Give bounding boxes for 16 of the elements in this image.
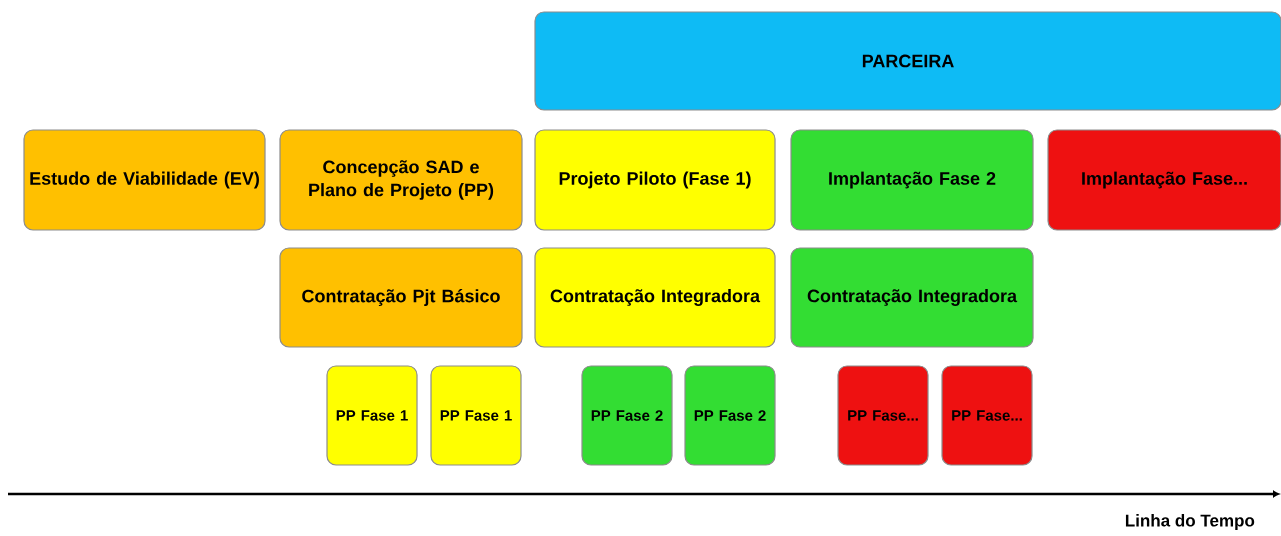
phase-box: Concepção SAD e Plano de Projeto (PP) xyxy=(279,129,523,231)
sub-phase-box: PP Fase... xyxy=(941,365,1033,466)
sub-phase-box: PP Fase 1 xyxy=(430,365,522,466)
sub-phase-box: PP Fase 2 xyxy=(684,365,776,466)
phase-box: Projeto Piloto (Fase 1) xyxy=(534,129,776,231)
phase-box: Contratação Pjt Básico xyxy=(279,247,523,348)
sub-phase-box: PP Fase 1 xyxy=(326,365,418,466)
phase-box: Implantação Fase 2 xyxy=(790,129,1034,231)
sub-phase-box: PP Fase 2 xyxy=(581,365,673,466)
phase-box: Estudo de Viabilidade (EV) xyxy=(23,129,266,231)
phase-box: Implantação Fase... xyxy=(1047,129,1281,231)
phase-box: Contratação Integradora xyxy=(534,247,776,348)
phase-box: Contratação Integradora xyxy=(790,247,1034,348)
sub-phase-box: PP Fase... xyxy=(837,365,929,466)
axis-label: Linha do Tempo xyxy=(1125,514,1255,530)
banner-box: PARCEIRA xyxy=(534,11,1281,111)
